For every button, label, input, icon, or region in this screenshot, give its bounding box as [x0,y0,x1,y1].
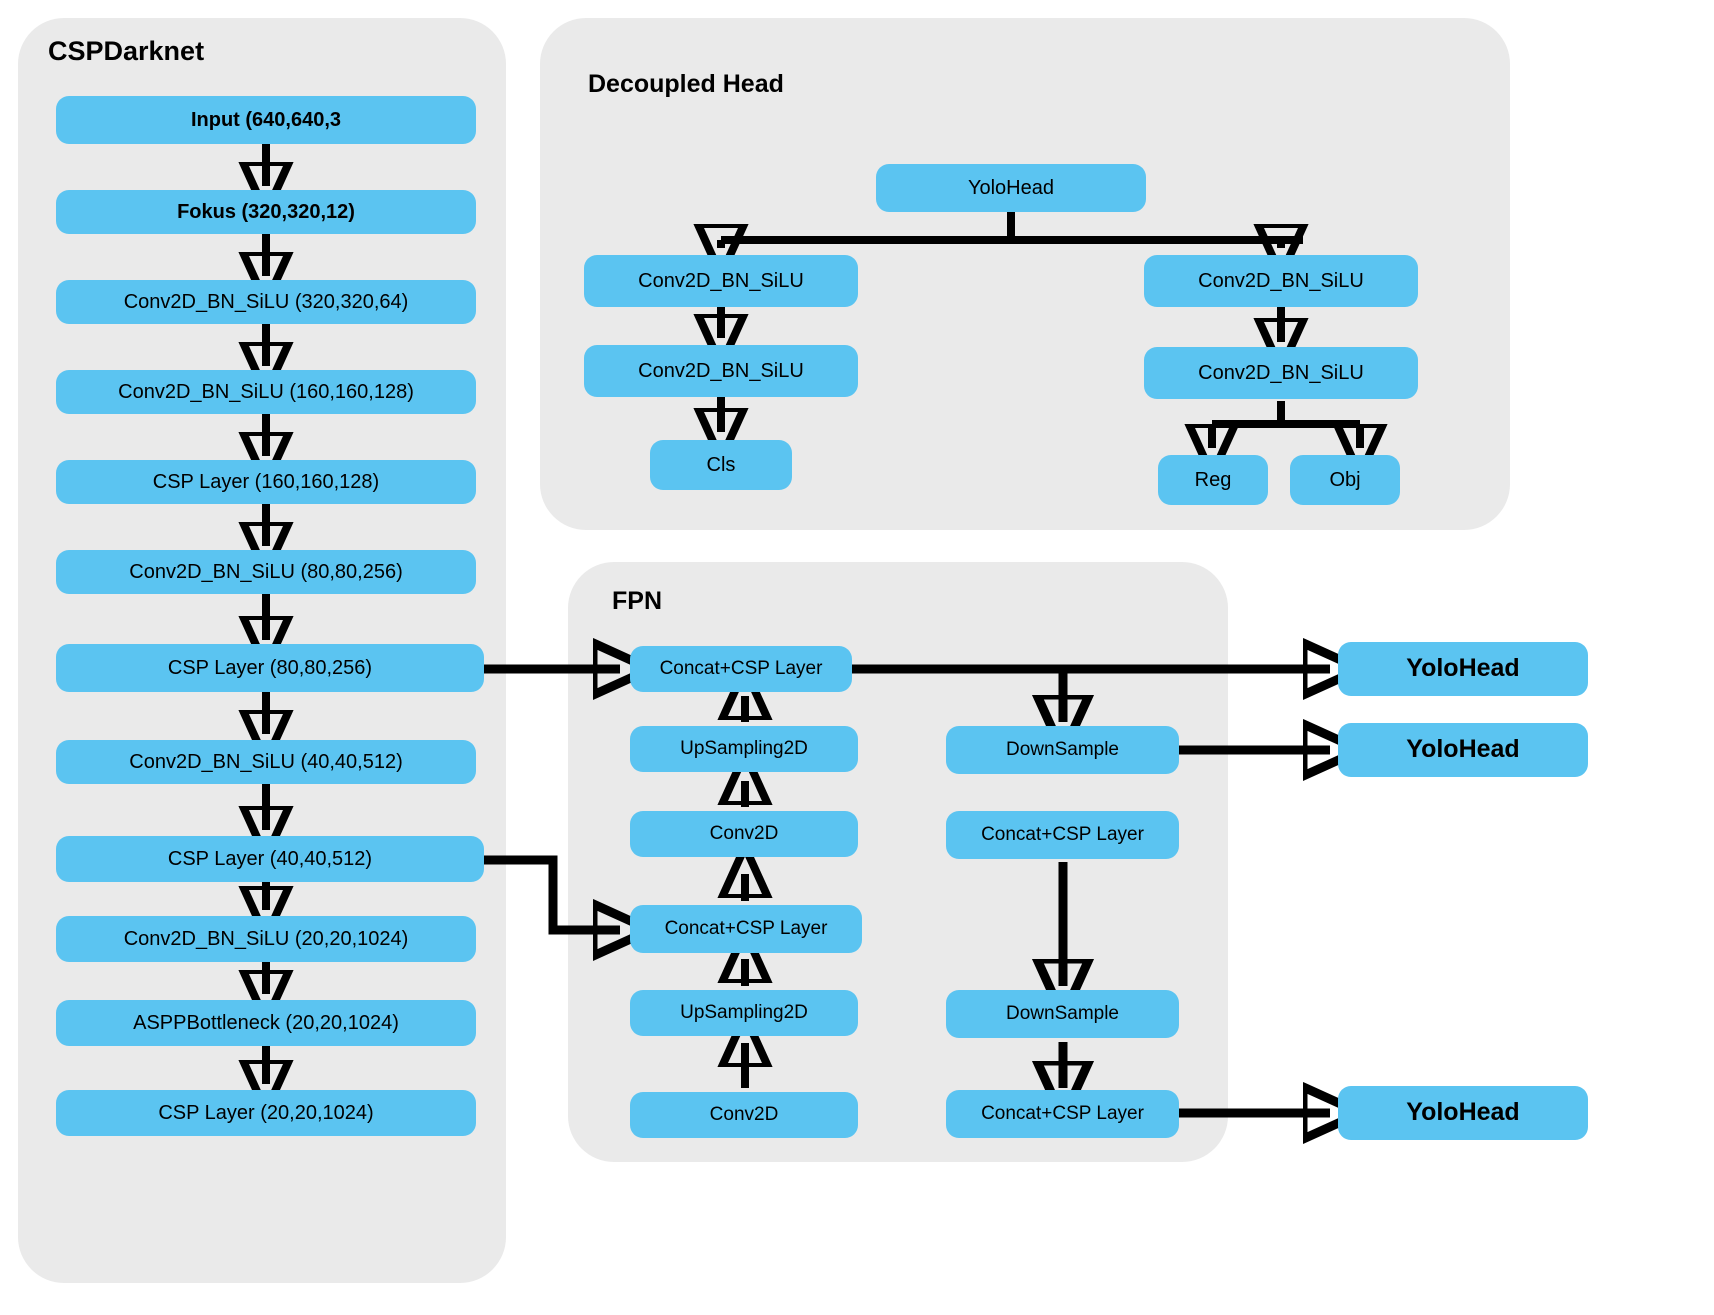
backbone-node-csp-20[interactable]: CSP Layer (20,20,1024) [56,1090,476,1136]
head-node-cls-output[interactable]: Cls [650,440,792,490]
fpn-node-conv2d-top[interactable]: Conv2D [630,811,858,857]
output-node-yolohead-3[interactable]: YoloHead [1338,1086,1588,1140]
backbone-node-conv-20[interactable]: Conv2D_BN_SiLU (20,20,1024) [56,916,476,962]
backbone-node-csp-80[interactable]: CSP Layer (80,80,256) [56,644,484,692]
head-node-reg-conv-2[interactable]: Conv2D_BN_SiLU [1144,347,1418,399]
head-node-cls-conv-2[interactable]: Conv2D_BN_SiLU [584,345,858,397]
fpn-node-concat-csp-right-1[interactable]: Concat+CSP Layer [946,811,1179,859]
backbone-node-input[interactable]: Input (640,640,3 [56,96,476,144]
fpn-node-downsample-top[interactable]: DownSample [946,726,1179,774]
backbone-node-csp-40[interactable]: CSP Layer (40,40,512) [56,836,484,882]
head-node-yolohead[interactable]: YoloHead [876,164,1146,212]
fpn-node-conv2d-bottom[interactable]: Conv2D [630,1092,858,1138]
head-node-obj-output[interactable]: Obj [1290,455,1400,505]
backbone-node-focus[interactable]: Fokus (320,320,12) [56,190,476,234]
backbone-node-conv-160[interactable]: Conv2D_BN_SiLU (160,160,128) [56,370,476,414]
panel-title-decoupled-head: Decoupled Head [588,70,784,98]
head-node-reg-conv-1[interactable]: Conv2D_BN_SiLU [1144,255,1418,307]
output-node-yolohead-2[interactable]: YoloHead [1338,723,1588,777]
panel-title-fpn: FPN [612,587,662,615]
fpn-node-concat-csp-top[interactable]: Concat+CSP Layer [630,646,852,692]
backbone-node-conv-80[interactable]: Conv2D_BN_SiLU (80,80,256) [56,550,476,594]
backbone-node-conv-40[interactable]: Conv2D_BN_SiLU (40,40,512) [56,740,476,784]
fpn-node-concat-csp-right-2[interactable]: Concat+CSP Layer [946,1090,1179,1138]
panel-title-cspdarknet: CSPDarknet [48,36,205,66]
output-node-yolohead-1[interactable]: YoloHead [1338,642,1588,696]
fpn-node-upsampling-top[interactable]: UpSampling2D [630,726,858,772]
fpn-node-concat-csp-mid[interactable]: Concat+CSP Layer [630,905,862,953]
head-node-reg-output[interactable]: Reg [1158,455,1268,505]
backbone-node-conv-320[interactable]: Conv2D_BN_SiLU (320,320,64) [56,280,476,324]
fpn-node-downsample-bottom[interactable]: DownSample [946,990,1179,1038]
backbone-node-asppbottleneck[interactable]: ASPPBottleneck (20,20,1024) [56,1000,476,1046]
backbone-node-csp-160[interactable]: CSP Layer (160,160,128) [56,460,476,504]
fpn-node-upsampling-bottom[interactable]: UpSampling2D [630,990,858,1036]
head-node-cls-conv-1[interactable]: Conv2D_BN_SiLU [584,255,858,307]
